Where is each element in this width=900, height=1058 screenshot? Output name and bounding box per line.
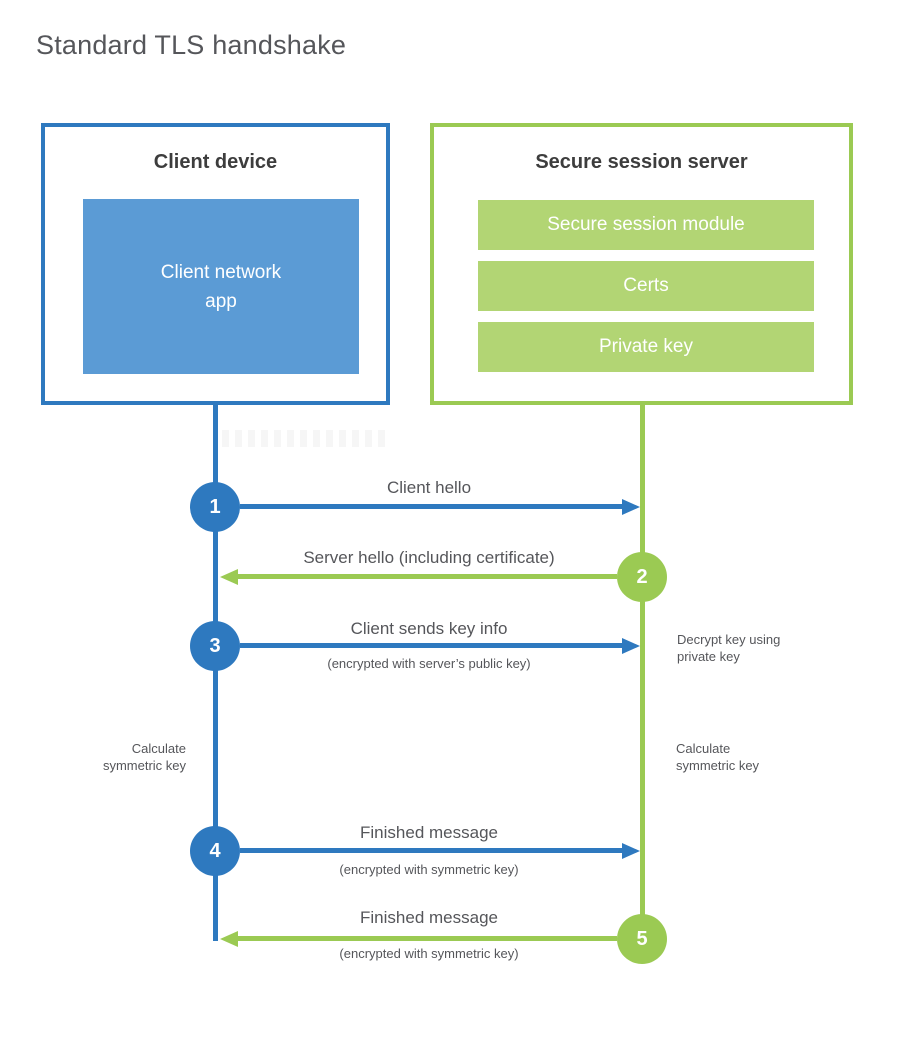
step-3-label: Client sends key info <box>350 619 508 638</box>
step-3-number: 3 <box>209 634 221 657</box>
server-module-secure-session: Secure session module <box>478 200 814 250</box>
step-4-label: Finished message <box>360 823 498 842</box>
step-5-sublabel: (encrypted with symmetric key) <box>339 946 519 961</box>
step-4-circle: 4 <box>190 826 240 876</box>
server-title: Secure session server <box>535 151 748 173</box>
server-module-label: Secure session module <box>547 214 745 235</box>
step-2-circle: 2 <box>617 552 667 602</box>
step-4-arrow-line <box>240 848 622 853</box>
page-title: Standard TLS handshake <box>36 30 347 60</box>
annotation-calculate-left: Calculate symmetric key <box>102 741 186 773</box>
step-3-circle: 3 <box>190 621 240 671</box>
faint-artifact <box>222 430 388 447</box>
step-5-arrow-line <box>238 936 617 941</box>
server-lifeline <box>640 403 645 916</box>
server-module-label: Certs <box>623 275 669 296</box>
client-network-app-label: Client network app <box>160 261 282 312</box>
client-lifeline <box>213 403 218 941</box>
step-1-number: 1 <box>209 495 221 518</box>
annotation-calculate-right: Calculate symmetric key <box>676 741 760 773</box>
server-box: Secure session server Secure session mod… <box>430 123 853 405</box>
step-5-arrowhead-icon <box>220 931 238 947</box>
step-3-arrowhead-icon <box>622 638 640 654</box>
step-5-label: Finished message <box>360 908 498 927</box>
step-1-arrowhead-icon <box>622 499 640 515</box>
step-2-arrowhead-icon <box>220 569 238 585</box>
step-4-number: 4 <box>209 839 221 862</box>
server-module-label: Private key <box>599 336 693 357</box>
step-1-circle: 1 <box>190 482 240 532</box>
client-device-title: Client device <box>153 151 278 173</box>
step-3-sublabel: (encrypted with server’s public key) <box>327 656 531 671</box>
server-module-certs: Certs <box>478 261 814 311</box>
step-2-label: Server hello (including certificate) <box>303 548 555 567</box>
step-4-arrowhead-icon <box>622 843 640 859</box>
step-5-circle: 5 <box>617 914 667 964</box>
client-network-app-box: Client network app <box>83 199 359 374</box>
step-1-label: Client hello <box>386 478 472 497</box>
step-2-arrow-line <box>238 574 617 579</box>
step-2-number: 2 <box>636 565 648 588</box>
step-3-arrow-line <box>240 643 622 648</box>
step-1-arrow-line <box>240 504 624 509</box>
step-4-sublabel: (encrypted with symmetric key) <box>339 862 519 877</box>
step-5-number: 5 <box>636 927 648 950</box>
annotation-decrypt-key: Decrypt key using private key <box>677 632 781 664</box>
server-module-private-key: Private key <box>478 322 814 372</box>
client-device-box: Client device Client network app <box>41 123 390 405</box>
